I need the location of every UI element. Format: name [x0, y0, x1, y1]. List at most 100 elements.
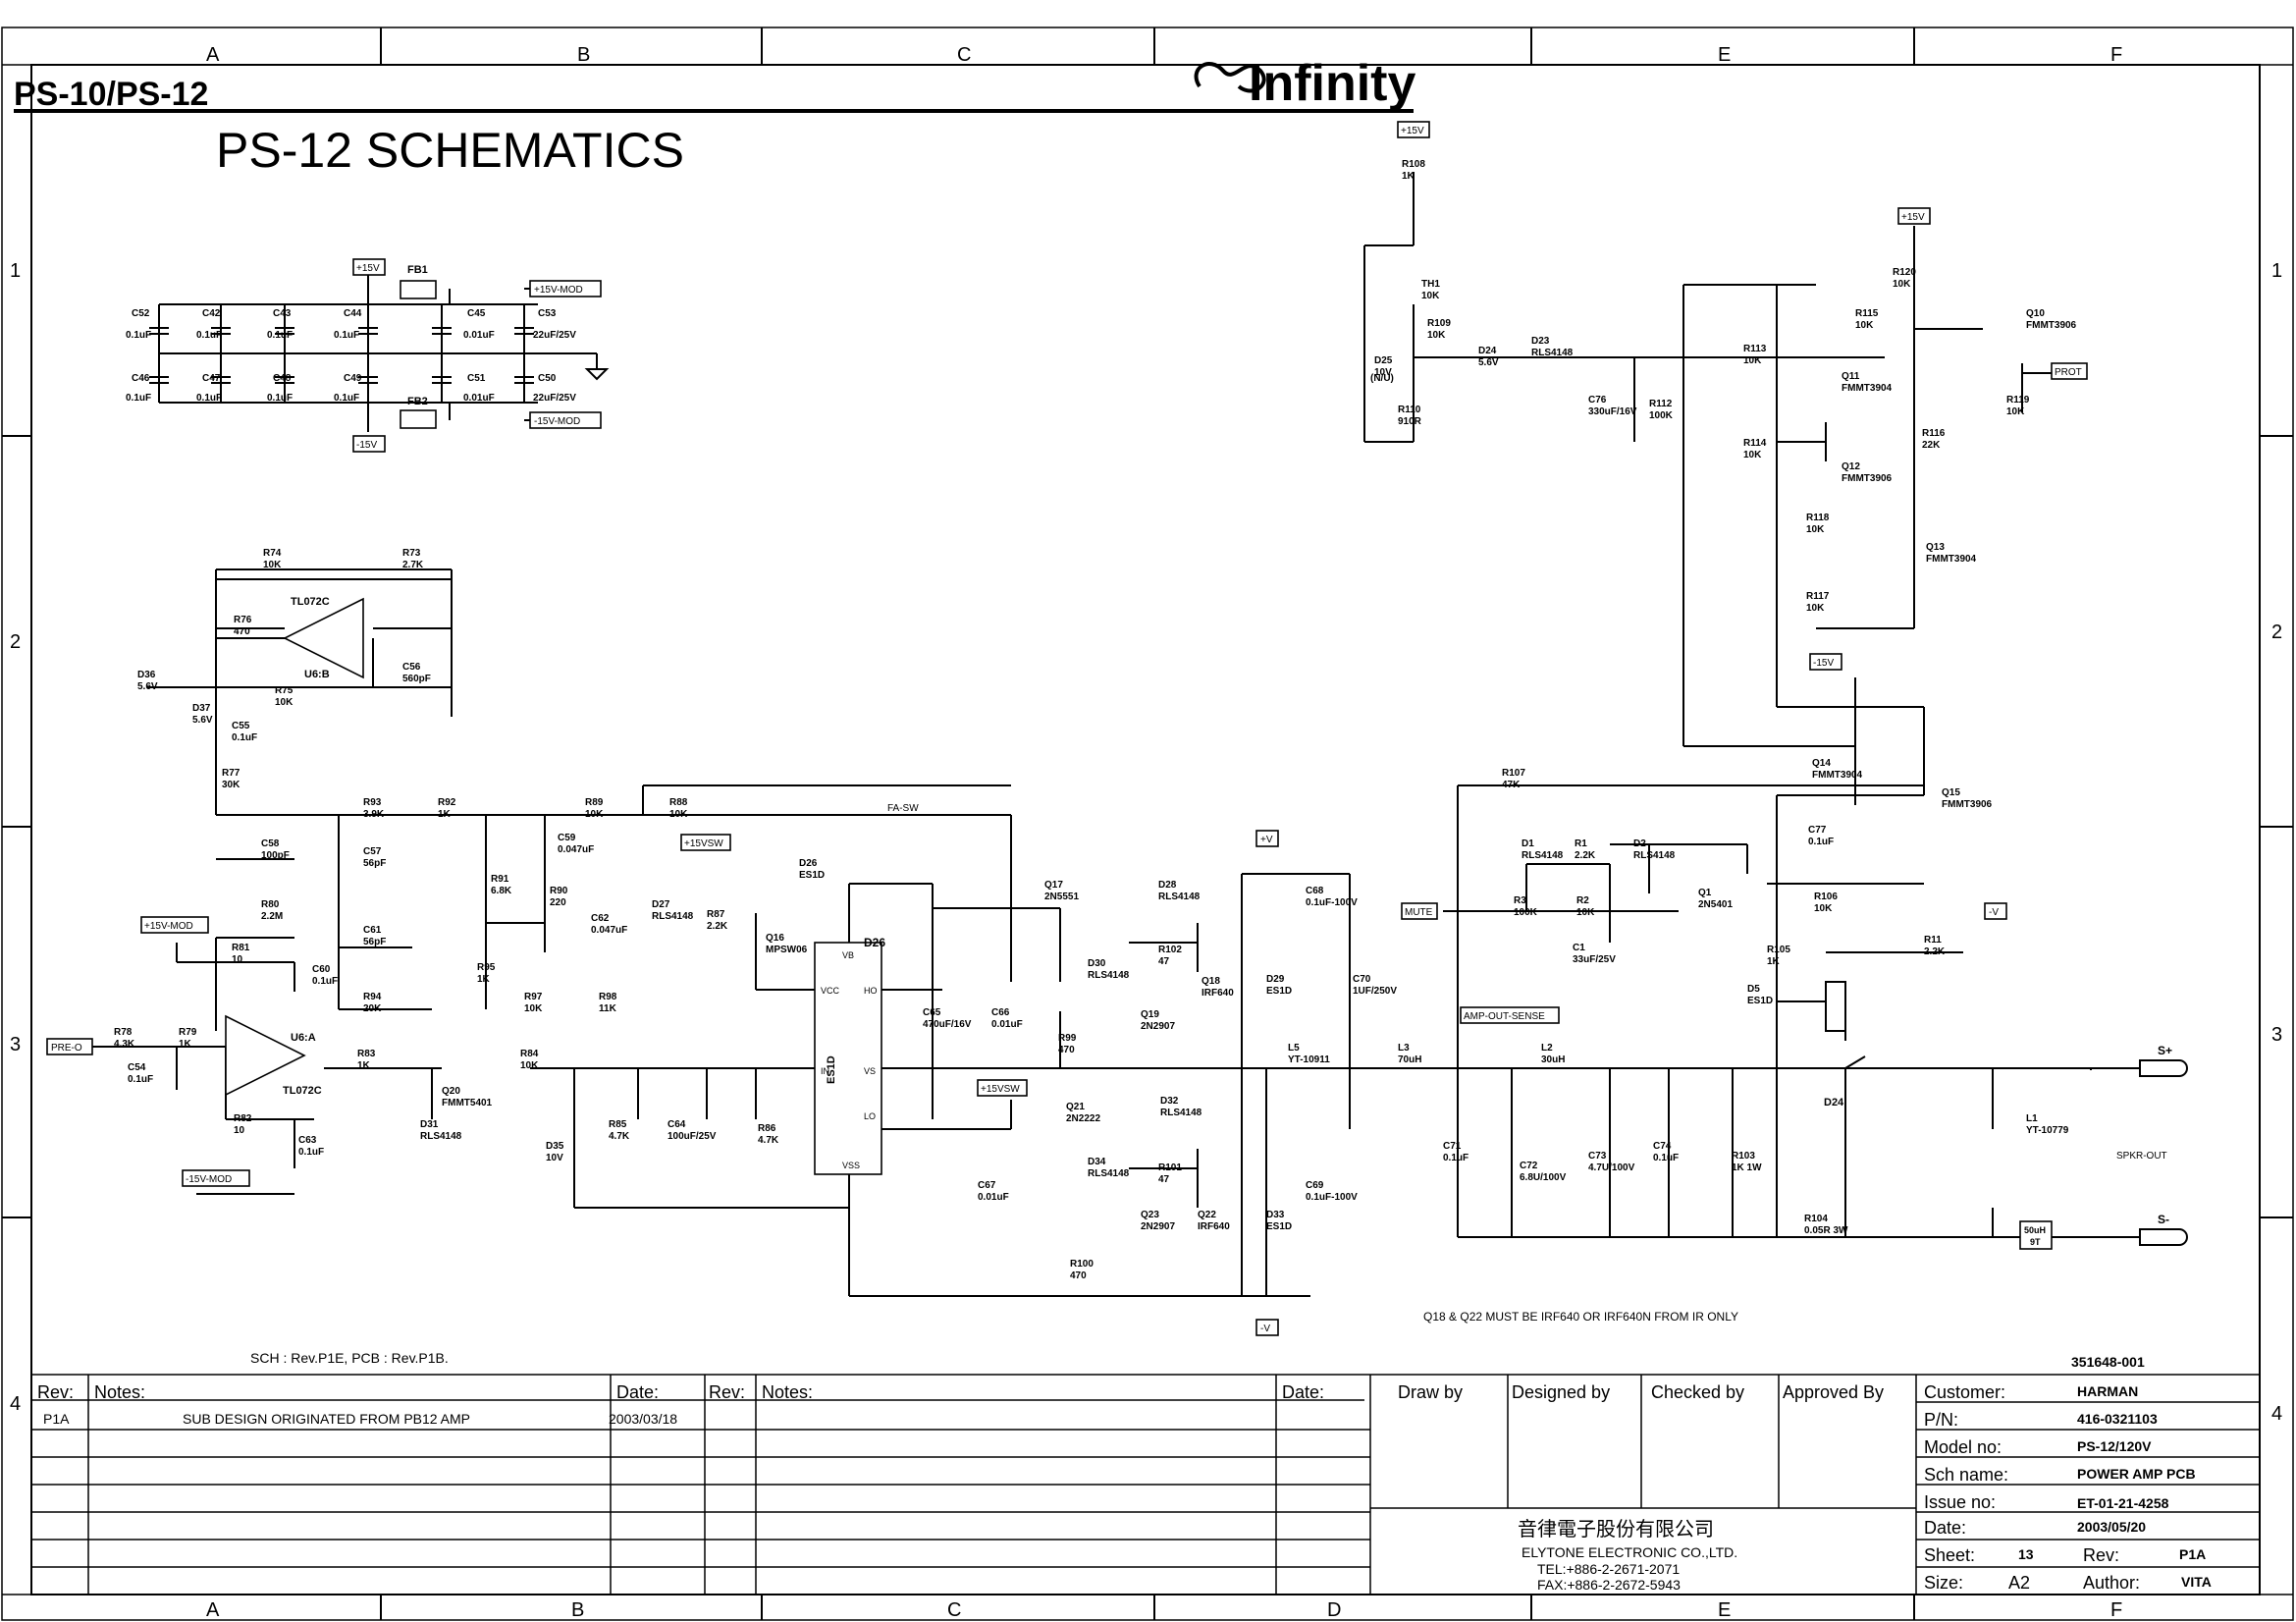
component-ref: R114	[1743, 438, 1767, 449]
protection-wiring	[1363, 172, 2052, 805]
component-value: 2N2907	[1141, 1021, 1175, 1032]
row-label-4: 4	[10, 1393, 21, 1415]
component-ref: D35	[546, 1141, 564, 1152]
component-value: 0.1uF	[1653, 1153, 1679, 1163]
component-ref: R112	[1649, 399, 1673, 409]
fb2-label: FB2	[407, 396, 428, 407]
component-value: FMMT5401	[442, 1098, 493, 1108]
component-ref: Q1	[1698, 888, 1712, 898]
component-ref: R113	[1743, 344, 1767, 354]
ferrite-fb2	[400, 409, 437, 429]
cap-ref: C44	[344, 308, 362, 319]
pos-rail-flag	[352, 258, 386, 276]
component-value: 4.7U/100V	[1588, 1162, 1635, 1173]
component-ref: R76	[234, 615, 252, 625]
component-ref: R93	[363, 797, 382, 808]
fa-sw-label: FA-SW	[887, 803, 919, 814]
decoupling-cap-labels: C52 0.1uF C42 0.1uF C43 0.1uF C44 0.1uF …	[126, 308, 576, 404]
component-value: 10	[232, 954, 243, 965]
l1-note-2: 9T	[2030, 1237, 2041, 1247]
component-ref: D5	[1747, 984, 1760, 995]
component-value: 1K	[438, 809, 452, 820]
component-ref: C65	[923, 1007, 941, 1018]
component-ref: D31	[420, 1119, 439, 1130]
component-value: 10K	[524, 1003, 543, 1014]
cap-val: 0.1uF	[126, 393, 151, 404]
component-r11: R112.2K	[1924, 935, 1946, 957]
column-labels: A B C E F A B C D E F	[206, 44, 2122, 1621]
component-value: 0.047uF	[591, 925, 627, 936]
mod-neg-flag	[182, 1169, 250, 1187]
net-flags: PRE-O +15V-MOD -15V-MOD +15VSW +15VSW FA…	[46, 121, 2172, 1336]
mod-neg-net: -15V-MOD	[186, 1174, 232, 1185]
component-ref: Q14	[1812, 758, 1831, 769]
decoupling-cap-plates	[149, 327, 534, 384]
component-ref: R115	[1855, 308, 1879, 319]
component-value: 0.01uF	[978, 1192, 1009, 1203]
output-wiring	[1315, 785, 2140, 1238]
size-label: Size:	[1924, 1573, 1963, 1593]
row-label-3: 3	[10, 1034, 21, 1055]
component-ref: R83	[357, 1049, 376, 1059]
cap-ref: C49	[344, 373, 362, 384]
component-ref: C55	[232, 721, 250, 731]
component-ref: C59	[558, 833, 576, 843]
component-value: 1K	[357, 1060, 371, 1071]
ferrite-fb1	[400, 280, 437, 299]
component-ref: R74	[263, 548, 282, 559]
model-value: PS-12/120V	[2077, 1438, 2152, 1454]
u7-pin-lo: LO	[864, 1111, 876, 1121]
vsw2-label: +15VSW	[981, 1084, 1020, 1095]
component-value: 1K	[1767, 956, 1781, 967]
component-value: 47	[1158, 1174, 1170, 1185]
component-value: 22K	[1922, 440, 1941, 451]
vminus-label: -V	[1260, 1324, 1270, 1334]
n15v-flag	[1809, 653, 1842, 671]
component-ref: R95	[477, 962, 496, 973]
component-value: 0.1uF	[232, 732, 257, 743]
component-ref: C61	[363, 925, 382, 936]
component-ref: L3	[1398, 1043, 1410, 1054]
vsw-flag	[680, 834, 731, 851]
component-value: 2.2K	[1575, 850, 1596, 861]
col-label-top-b: B	[577, 44, 590, 66]
component-ref: C56	[402, 662, 421, 673]
cap-val: 0.1uF	[267, 330, 293, 341]
component-value: 10K	[1576, 907, 1595, 918]
component-value: YT-10779	[2026, 1125, 2069, 1136]
infinity-logo: Infinity	[1194, 55, 1416, 112]
component-value: 2.2K	[1924, 946, 1946, 957]
component-ref: C58	[261, 838, 280, 849]
col-label-top-f: F	[2110, 44, 2122, 66]
col-label-bottom-e: E	[1718, 1599, 1731, 1621]
component-ref: D24	[1478, 346, 1497, 356]
component-value: 10K	[2006, 406, 2025, 417]
